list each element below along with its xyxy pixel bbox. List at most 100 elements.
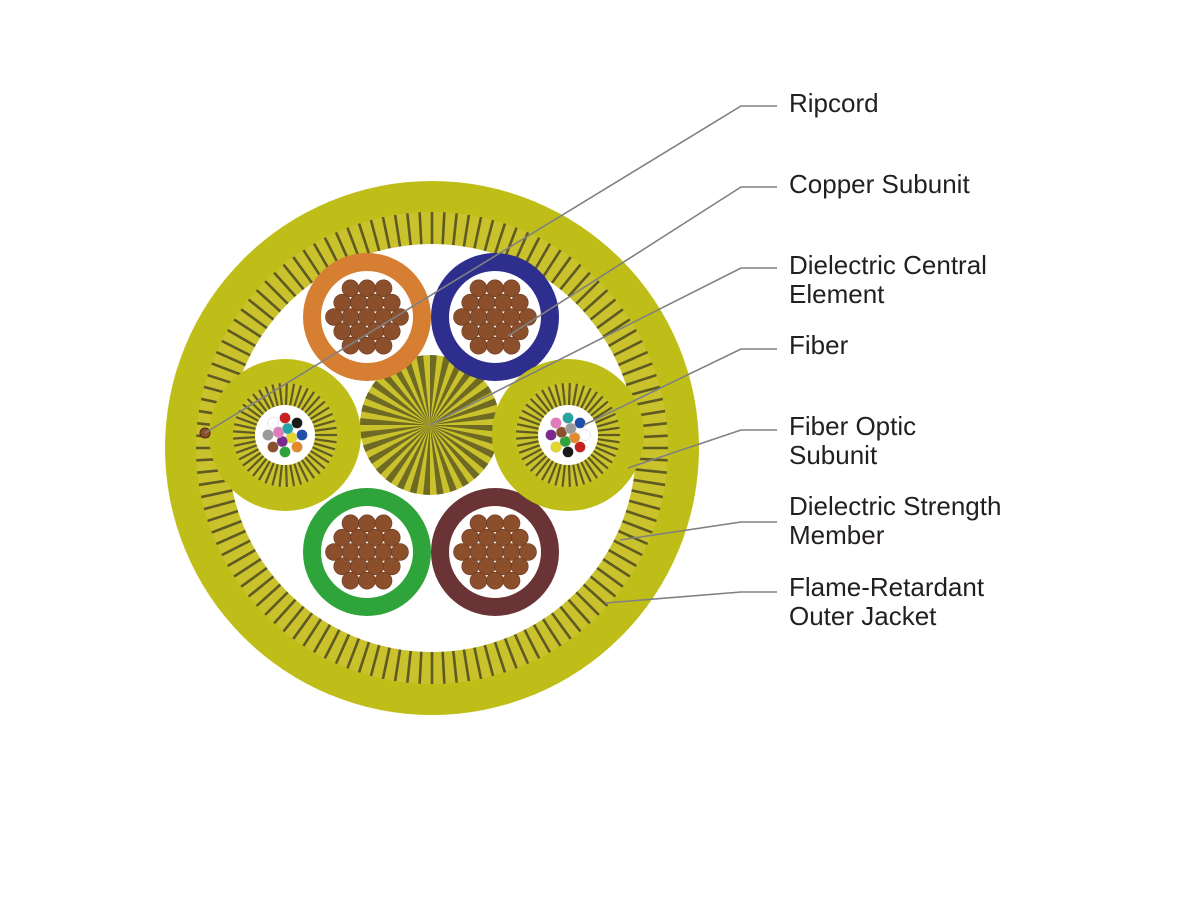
copper-wire	[382, 557, 401, 576]
label-ripcord-line-1: Ripcord	[789, 88, 879, 118]
central-element-sector	[397, 425, 430, 490]
label-fiber-line-1: Fiber	[789, 330, 849, 360]
copper-subunit-brown	[431, 488, 559, 616]
central-element-sector	[430, 425, 500, 432]
fiber-optic-subunit-stripes	[516, 382, 620, 488]
leader-flame-retardant-outer-jacket	[604, 591, 777, 604]
copper-wire	[486, 336, 504, 355]
copper-subunit-green	[303, 488, 431, 616]
strength-member-stripes	[196, 212, 668, 684]
leader-lines	[204, 105, 777, 604]
fiber	[574, 417, 586, 429]
central-element-sector	[430, 425, 489, 470]
copper-subunit-blue	[431, 253, 559, 381]
central-element-sector	[416, 355, 430, 425]
central-element-sector	[430, 425, 480, 480]
fiber	[262, 429, 274, 441]
central-element-sector	[360, 418, 430, 425]
central-element-sector	[360, 425, 430, 439]
label-dielectric-strength-member-line-1: Dielectric Strength	[789, 491, 1002, 521]
label-dielectric-central-element-line-2: Element	[789, 279, 885, 309]
leader-copper-subunit	[507, 186, 777, 337]
copper-wire	[510, 557, 529, 576]
central-element-sector	[423, 425, 430, 495]
copper-wire	[341, 571, 360, 590]
cable-cross-section	[165, 181, 699, 715]
leader-fiber-optic-subunit	[627, 429, 777, 469]
central-element-sector	[430, 425, 495, 458]
fiber	[296, 429, 308, 441]
central-element-sector	[371, 380, 430, 425]
central-element-sector	[430, 356, 451, 425]
copper-wire	[374, 336, 393, 355]
fiber	[562, 412, 574, 424]
central-element-sector	[430, 355, 437, 425]
fiber	[545, 429, 557, 441]
dielectric-central-element	[360, 355, 500, 495]
fiber	[574, 441, 586, 453]
fiber	[291, 417, 303, 429]
label-fiber-optic-subunit-line-1: Fiber Optic	[789, 411, 917, 441]
copper-wire	[358, 571, 376, 590]
central-element-sector	[380, 370, 430, 425]
copper-wire	[358, 336, 376, 355]
copper-wire	[391, 308, 409, 326]
fiber-optic-subunit-2	[492, 359, 644, 511]
copper-wire	[502, 336, 521, 355]
central-element-sector	[430, 425, 469, 487]
central-element-sector	[385, 425, 430, 484]
fiber	[562, 446, 574, 458]
central-element-sector	[375, 425, 430, 475]
central-element-sector	[430, 425, 457, 492]
copper-wire	[510, 322, 529, 341]
copper-wire	[374, 514, 393, 533]
label-dielectric-central-element-line-1: Dielectric Central	[789, 250, 987, 280]
copper-wire	[469, 336, 488, 355]
central-element-sector	[430, 375, 485, 425]
central-element-sector	[361, 404, 430, 425]
label-copper-subunit: Copper Subunit	[789, 170, 970, 199]
central-element-sector	[430, 425, 499, 446]
central-element-sector	[430, 360, 463, 425]
fiber	[550, 417, 562, 429]
copper-wire	[469, 571, 488, 590]
central-element-sector	[363, 425, 430, 452]
fiber	[291, 441, 303, 453]
copper-wire	[382, 322, 401, 341]
copper-wire	[391, 543, 409, 561]
copper-wire	[502, 514, 521, 533]
copper-wire	[510, 293, 529, 312]
central-element-sector	[430, 366, 475, 425]
fiber	[550, 441, 562, 453]
copper-subunit-orange	[303, 253, 431, 381]
copper-wire	[502, 279, 521, 298]
label-fiber-optic-subunit: Fiber Optic Subunit	[789, 412, 916, 470]
fiber	[279, 412, 291, 424]
copper-wire	[519, 543, 537, 561]
fiber	[267, 417, 279, 429]
fiber	[564, 422, 577, 435]
fiber	[281, 422, 294, 435]
central-element-sector	[430, 411, 500, 425]
copper-wire	[502, 571, 521, 590]
label-fiber: Fiber	[789, 331, 848, 360]
label-copper-subunit-line-1: Copper Subunit	[789, 169, 970, 199]
leader-ripcord	[204, 105, 777, 434]
fiber	[579, 429, 591, 441]
central-element-sector	[430, 398, 497, 425]
copper-wire	[510, 528, 529, 547]
central-element-sector	[391, 363, 430, 425]
label-dielectric-central-element: Dielectric Central Element	[789, 251, 987, 309]
label-dielectric-strength-member: Dielectric Strength Member	[789, 492, 1001, 550]
copper-wire	[382, 528, 401, 547]
central-element-sector	[409, 425, 430, 494]
central-element-sector	[430, 425, 444, 495]
copper-wire	[374, 279, 393, 298]
leader-dielectric-central-element	[429, 267, 777, 426]
central-element-sector	[430, 386, 492, 425]
copper-wire	[374, 571, 393, 590]
label-flame-retardant-outer-jacket-line-1: Flame-Retardant	[789, 572, 985, 602]
fiber	[279, 446, 291, 458]
label-flame-retardant-outer-jacket-line-2: Outer Jacket	[789, 601, 937, 631]
